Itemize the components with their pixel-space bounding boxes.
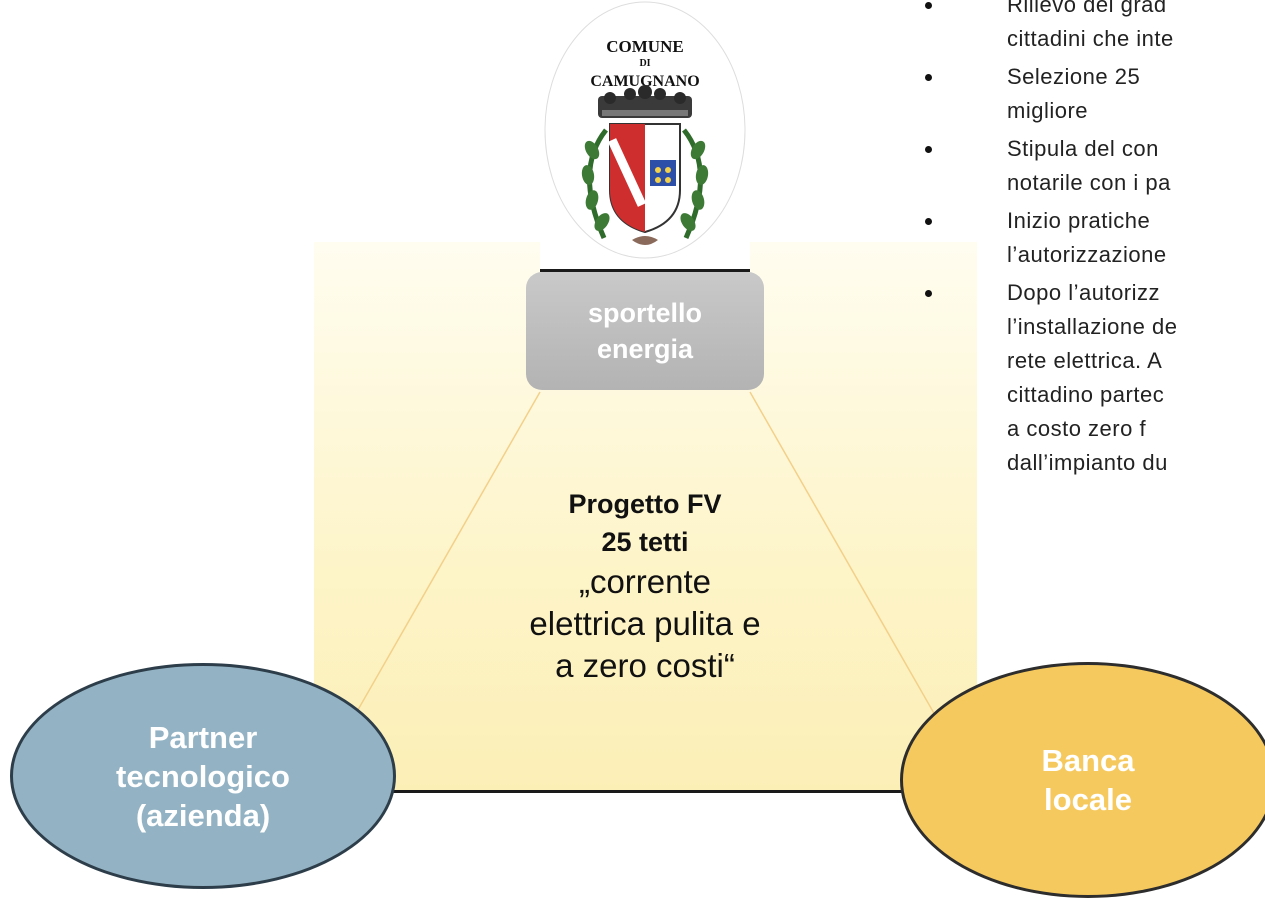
list-item: Inizio pratiche l’autorizzazione [925, 204, 1265, 272]
coat-of-arms-logo: COMUNE DI CAMUGNANO [544, 1, 746, 259]
bullet-text: Rilievo del grad [1007, 0, 1167, 17]
project-title-line2: 25 tetti [601, 527, 689, 557]
bullet-text: notarile con i pa [1007, 170, 1171, 195]
bullet-icon [925, 2, 932, 9]
bullet-text: Selezione 25 [1007, 64, 1141, 89]
banca-locale-ellipse: Banca locale [900, 662, 1265, 898]
list-item: Stipula del con notarile con i pa [925, 132, 1265, 200]
bullet-text: rete elettrica. A [1007, 348, 1163, 373]
banca-line2: locale [1044, 782, 1132, 817]
divider-line-bottom [388, 790, 908, 793]
svg-text:COMUNE: COMUNE [606, 37, 683, 56]
bullet-icon [925, 74, 932, 81]
bullet-text: Stipula del con [1007, 136, 1159, 161]
bullet-text: migliore [1007, 98, 1089, 123]
project-slogan-line3: a zero costi“ [555, 647, 735, 684]
partner-tecnologico-ellipse: Partner tecnologico (azienda) [10, 663, 396, 889]
list-item: Dopo l’autorizz l’installazione de rete … [925, 276, 1265, 480]
steps-bullet-list: Rilievo del grad cittadini che inte Sele… [925, 0, 1265, 484]
bullet-icon [925, 218, 932, 225]
list-item: Selezione 25 migliore [925, 60, 1265, 128]
partner-line1: Partner [148, 719, 258, 755]
bullet-text: l’autorizzazione [1007, 242, 1167, 267]
svg-text:CAMUGNANO: CAMUGNANO [590, 73, 699, 90]
list-item: Rilievo del grad cittadini che inte [925, 0, 1265, 56]
project-slogan-line1: „corrente [578, 563, 712, 600]
bullet-icon [925, 146, 932, 153]
banca-line1: Banca [1041, 743, 1135, 778]
sportello-line2: energia [596, 334, 694, 364]
bullet-text: Dopo l’autorizz [1007, 280, 1161, 305]
bullet-text: a costo zero f [1007, 416, 1147, 441]
sportello-line1: sportello [587, 298, 702, 328]
sportello-energia-box: sportello energia [526, 272, 764, 390]
bullet-text: l’installazione de [1007, 314, 1178, 339]
divider-line-top [540, 269, 750, 272]
bullet-text: cittadini che inte [1007, 26, 1174, 51]
project-slogan-line2: elettrica pulita e [529, 605, 761, 642]
bullet-text: Inizio pratiche [1007, 208, 1151, 233]
partner-line3: (azienda) [135, 797, 271, 833]
svg-text:DI: DI [639, 58, 650, 69]
partner-line2: tecnologico [116, 758, 290, 794]
project-description: Progetto FV 25 tetti „corrente elettrica… [460, 485, 830, 687]
bullet-text: cittadino partec [1007, 382, 1165, 407]
bullet-text: dall’impianto du [1007, 450, 1168, 475]
project-title-line1: Progetto FV [568, 489, 722, 519]
bullet-icon [925, 290, 932, 297]
